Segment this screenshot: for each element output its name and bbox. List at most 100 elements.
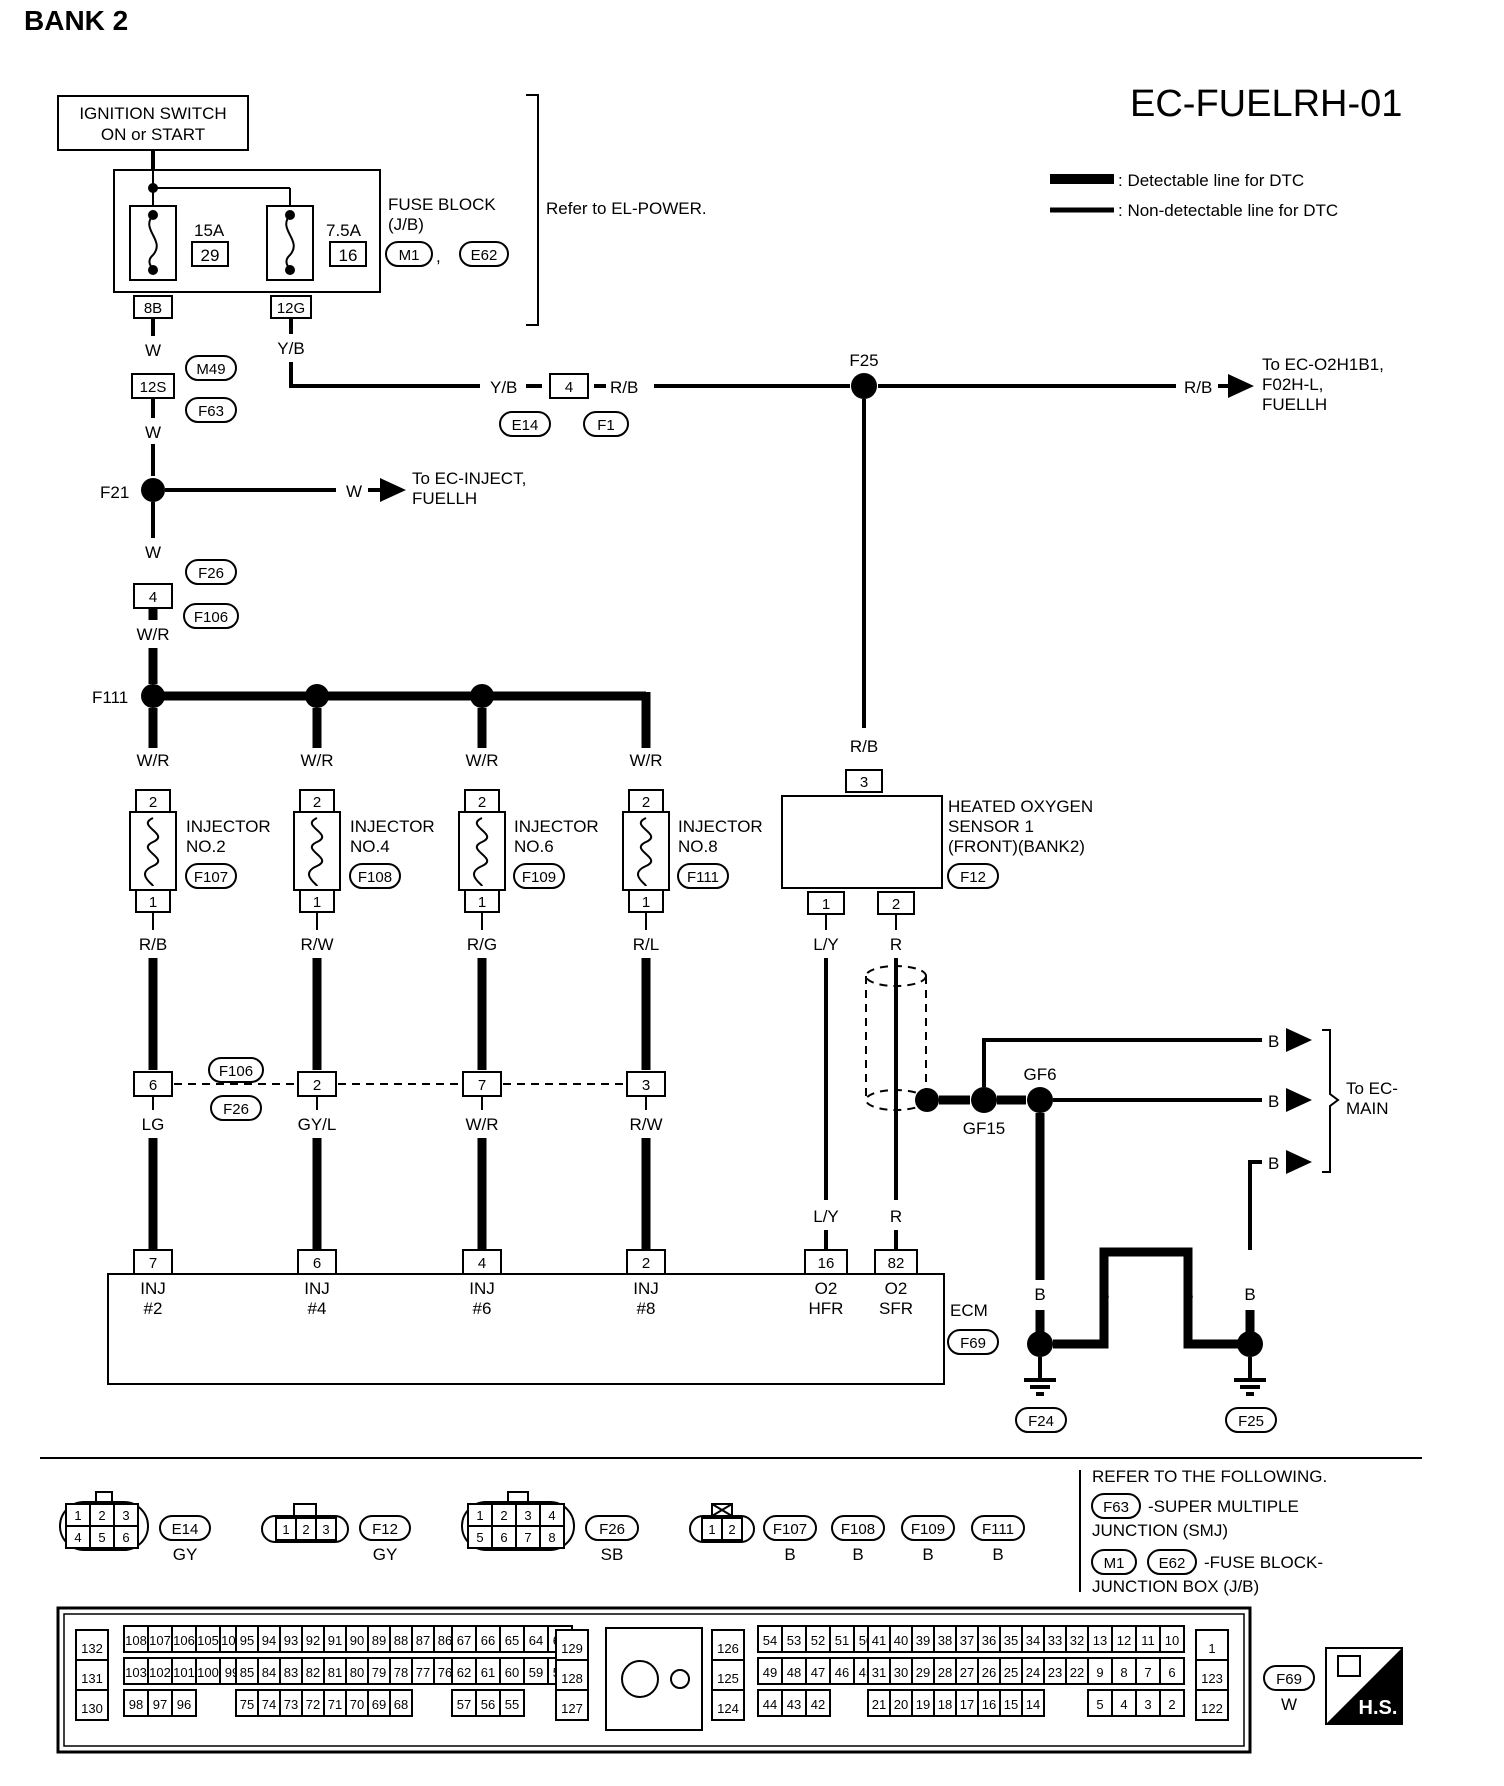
fuse-7-5a <box>266 205 314 281</box>
conn-e62: E62 <box>471 247 498 264</box>
junction-inj6 <box>470 684 494 708</box>
svg-text:GY: GY <box>373 1545 398 1564</box>
wire-label-inj2-top: W/R <box>136 751 169 770</box>
svg-text:2: 2 <box>500 1508 507 1523</box>
svg-text:HFR: HFR <box>809 1299 844 1318</box>
ecm-pin-cell <box>123 1657 149 1685</box>
ecm-pin-label: 22 <box>1070 1665 1084 1680</box>
conn-m1: M1 <box>399 247 420 264</box>
conn-f63: F63 <box>198 403 224 420</box>
ecm-pin-cell <box>1021 1689 1045 1717</box>
svg-text:SB: SB <box>601 1545 624 1564</box>
wire-label-b-1: B <box>1268 1032 1279 1051</box>
svg-text:2: 2 <box>149 794 157 811</box>
ecm-pin-label: 128 <box>561 1671 583 1686</box>
wire-label-inj8-top: W/R <box>629 751 662 770</box>
ecm-pin-label: 51 <box>835 1633 849 1648</box>
svg-text:M1: M1 <box>1104 1555 1125 1572</box>
wire-label-b-4: B <box>1034 1285 1045 1304</box>
ignition-switch-label: IGNITION SWITCH <box>79 104 226 123</box>
ecm-pin-label: 12 <box>1117 1633 1131 1648</box>
svg-text:82: 82 <box>888 1255 905 1272</box>
ecm-pin-label: 7 <box>1144 1665 1151 1680</box>
sensor-line2: SENSOR 1 <box>948 817 1034 836</box>
ecm-pin-label: 52 <box>811 1633 825 1648</box>
ecm-pin-label: 43 <box>787 1697 801 1712</box>
sensor-line3: (FRONT)(BANK2) <box>948 837 1085 856</box>
ecm-pin-cell <box>171 1625 197 1653</box>
svg-text:INJ: INJ <box>304 1279 330 1298</box>
ecm: 7 6 4 2 16 82 INJ #2 INJ #4 INJ #6 INJ #… <box>107 1249 945 1385</box>
ecm-pin-label: 78 <box>394 1665 408 1680</box>
ecm-pin-label: 21 <box>872 1697 886 1712</box>
svg-text:2: 2 <box>313 794 321 811</box>
fuse-block-title: FUSE BLOCK <box>388 195 496 214</box>
svg-text:1: 1 <box>74 1508 81 1523</box>
svg-text:8: 8 <box>548 1530 555 1545</box>
footer-connector-e14: 1 2 3 4 5 6 E14 GY <box>59 1491 211 1564</box>
ecm-pin-label: 75 <box>240 1697 254 1712</box>
conn-f109: F109 <box>522 869 556 886</box>
arrow-to-main-1 <box>1286 1028 1312 1052</box>
ecm-pin-label: 38 <box>938 1633 952 1648</box>
ecm-pin-cell <box>147 1657 173 1685</box>
svg-text:2: 2 <box>728 1522 735 1537</box>
injector-no8-line2: NO.8 <box>678 837 718 856</box>
ecm-pin-label: 131 <box>81 1671 103 1686</box>
ecm-pin-cell <box>389 1689 413 1717</box>
ecm-pin-cell <box>1135 1657 1161 1685</box>
wire-label-ly-1: L/Y <box>813 935 839 954</box>
ecm-pin-cell <box>829 1657 855 1685</box>
ecm-pin-label: 36 <box>982 1633 996 1648</box>
ecm-pin-cell <box>523 1625 549 1653</box>
ecm-pin-label: 42 <box>811 1697 825 1712</box>
svg-text:REFER TO THE FOLLOWING.: REFER TO THE FOLLOWING. <box>1092 1467 1327 1486</box>
svg-text:1: 1 <box>149 894 157 911</box>
svg-text:INJ: INJ <box>140 1279 166 1298</box>
ecm-pin-cell <box>451 1689 477 1717</box>
fuse2-number: 16 <box>339 246 358 265</box>
injector-no6: W/R 2 1 INJECTOR NO.6 F109 <box>458 708 599 913</box>
ecm-pin-label: 47 <box>811 1665 825 1680</box>
connector-12s: 12S <box>140 379 167 396</box>
arrow-o2h-line3: FUELLH <box>1262 395 1327 414</box>
svg-text:2: 2 <box>302 1522 309 1537</box>
svg-text:2: 2 <box>98 1508 105 1523</box>
ecm-pin-cell <box>711 1629 745 1661</box>
svg-text:E14: E14 <box>172 1521 199 1538</box>
ecm-pin-cell <box>1159 1625 1185 1653</box>
svg-text:LG: LG <box>142 1115 165 1134</box>
ecm-pin-label: 49 <box>763 1665 777 1680</box>
wire-label-wr-main: W/R <box>136 625 169 644</box>
injector-no2: W/R 2 1 INJECTOR NO.2 F107 <box>129 708 271 913</box>
arrow-inject-line2: FUELLH <box>412 489 477 508</box>
ecm-pin-label: 103 <box>125 1665 147 1680</box>
ecm-pin-label: 88 <box>394 1633 408 1648</box>
ecm-pin-label: 62 <box>457 1665 471 1680</box>
svg-text:4: 4 <box>478 1255 486 1272</box>
conn-f26-upper: F26 <box>198 565 224 582</box>
svg-text:16: 16 <box>818 1255 835 1272</box>
svg-text:SFR: SFR <box>879 1299 913 1318</box>
ecm-pin-label: 61 <box>481 1665 495 1680</box>
svg-text:O2: O2 <box>815 1279 838 1298</box>
ecm-pin-cell <box>147 1689 173 1717</box>
svg-text:B: B <box>992 1545 1003 1564</box>
ecm-pin-label: 107 <box>149 1633 171 1648</box>
junction-label-f111: F111 <box>92 688 128 707</box>
ecm-pin-label: 70 <box>350 1697 364 1712</box>
junction-label-gf6: GF6 <box>1023 1065 1056 1084</box>
ecm-pin-cell <box>451 1625 477 1653</box>
fuse1-number: 29 <box>201 246 220 265</box>
ecm-pin-cell <box>711 1689 745 1721</box>
ecm-pin-label: 23 <box>1048 1665 1062 1680</box>
ecm-pin-cell <box>171 1689 197 1717</box>
svg-text:6: 6 <box>122 1530 129 1545</box>
svg-text:4: 4 <box>74 1530 81 1545</box>
ecm-pin-label: 57 <box>457 1697 471 1712</box>
svg-text:5: 5 <box>476 1530 483 1545</box>
connector-4-f26: 4 <box>149 589 157 606</box>
svg-text:3: 3 <box>524 1508 531 1523</box>
ecm-pin-label: 40 <box>894 1633 908 1648</box>
